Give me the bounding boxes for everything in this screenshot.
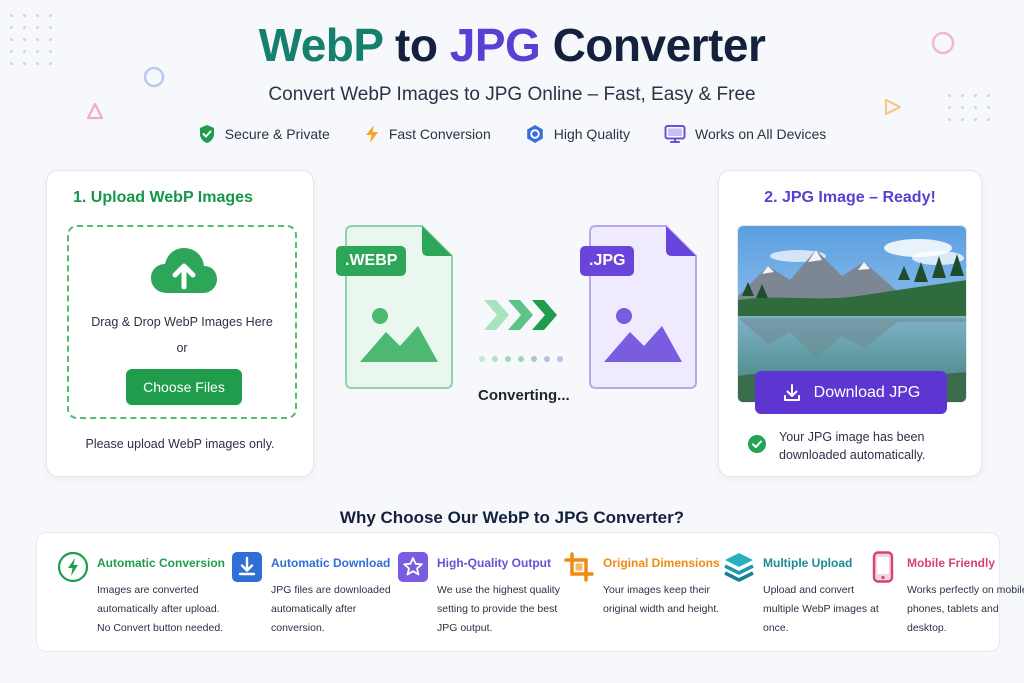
- shield-check-icon: [199, 125, 214, 143]
- feature-devices: Works on All Devices: [664, 124, 826, 144]
- convert-arrows-icon: [484, 300, 557, 330]
- why-choose-title: Why Choose Our WebP to JPG Converter?: [339, 508, 685, 527]
- check-circle-icon: [748, 435, 766, 453]
- star-icon: [398, 552, 428, 582]
- decorative-dots-top-left: [10, 14, 53, 65]
- webp-format-label: .WEBP: [336, 246, 407, 276]
- drop-zone[interactable]: Drag & Drop WebP Images Here or Choose F…: [67, 225, 297, 419]
- decorative-circle-icon: [143, 66, 165, 88]
- decorative-triangle-icon: [884, 98, 902, 116]
- feature-quality: High Quality: [525, 124, 630, 144]
- feature-list: Secure & Private Fast Conversion High Qu…: [0, 124, 1024, 144]
- page-title: WebP to JPG Converter: [258, 19, 766, 71]
- upload-title: 1. Upload WebP Images: [73, 189, 253, 206]
- download-icon: [783, 383, 800, 401]
- quality-badge-icon: [526, 125, 543, 143]
- result-title: 2. JPG Image – Ready!: [764, 189, 936, 206]
- decorative-dots-top-right: [948, 94, 991, 121]
- feature-secure: Secure & Private: [198, 124, 330, 144]
- layers-icon: [724, 553, 754, 582]
- decorative-triangle-icon: [86, 102, 104, 120]
- feature-fast: Fast Conversion: [364, 124, 491, 144]
- download-icon: [232, 552, 262, 582]
- jpg-result-card: 2. JPG Image – Ready!: [718, 170, 982, 477]
- lightning-icon: [365, 125, 378, 143]
- jpg-format-label: .JPG: [580, 246, 635, 276]
- mobile-icon: [872, 551, 894, 583]
- converting-status: Converting...: [478, 387, 570, 404]
- cloud-upload-icon: [151, 248, 217, 293]
- upload-note: Please upload WebP images only.: [85, 437, 275, 451]
- download-jpg-button[interactable]: Download JPG: [755, 371, 947, 414]
- choose-files-button[interactable]: Choose Files: [126, 369, 242, 405]
- monitor-icon: [664, 125, 686, 143]
- decorative-circle-icon: [931, 31, 955, 55]
- crop-icon: [564, 552, 594, 582]
- progress-dots-icon: [479, 356, 563, 362]
- lightning-circle-icon: [57, 551, 89, 583]
- or-separator: or: [176, 341, 188, 355]
- benefits-panel: Automatic Conversion Images are converte…: [36, 532, 1024, 652]
- drop-instructions: Drag & Drop WebP Images Here: [91, 315, 273, 329]
- download-status: Your JPG image has been downloaded autom…: [747, 428, 939, 464]
- upload-card: 1. Upload WebP Images Drag & Drop WebP I…: [46, 170, 314, 477]
- page-subtitle: Convert WebP Images to JPG Online – Fast…: [268, 84, 756, 105]
